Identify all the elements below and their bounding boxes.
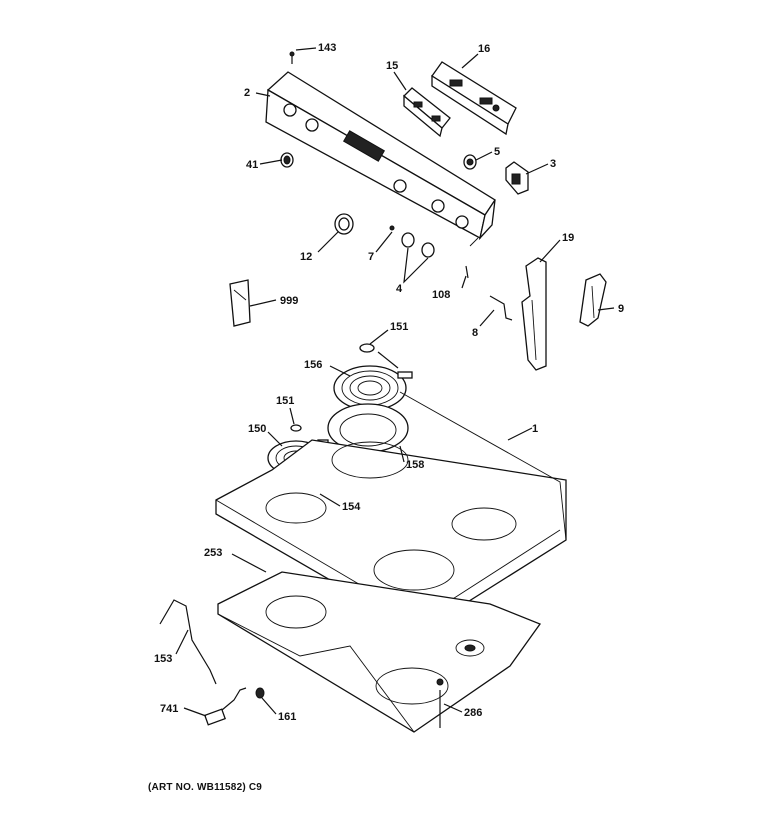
callout-2: 2 [244,87,250,99]
callout-108: 108 [432,289,450,301]
clip-part [389,225,395,231]
literature-part [229,279,251,327]
clock-assembly-part [431,61,517,136]
knob-pair-part [401,232,435,258]
knob-part-5 [463,154,477,170]
clip-part-8 [489,295,513,321]
art-number-caption: (ART NO. WB11582) C9 [148,782,263,793]
callout-9: 9 [618,303,624,315]
coil-element-part [333,365,413,411]
callout-999: 999 [280,295,298,307]
callout-7: 7 [368,251,374,263]
callout-151-top: 151 [390,321,408,333]
switch-part [505,161,529,195]
callout-158: 158 [406,459,424,471]
callout-151-small: 151 [276,395,294,407]
callout-154: 154 [342,501,361,513]
screw-part-286 [436,678,444,728]
callout-741: 741 [160,703,178,715]
ring-part-151 [359,343,399,369]
callout-41: 41 [246,159,258,171]
callout-4: 4 [396,283,403,295]
screw-part-108 [465,265,469,279]
wire-part [159,599,217,685]
knob-part-12 [334,213,354,235]
callout-153: 153 [154,653,172,665]
connector-part [203,687,247,726]
callout-253: 253 [204,547,222,559]
leader-lines [175,47,615,717]
bracket-part [521,257,547,371]
callout-161: 161 [278,711,296,723]
callout-156: 156 [304,359,322,371]
control-panel-part [265,71,496,247]
grommet-part [255,687,265,699]
burner-box-part [217,571,542,733]
callout-143: 143 [318,42,336,54]
callout-1: 1 [532,423,538,435]
callout-19: 19 [562,232,574,244]
callout-3: 3 [550,158,556,170]
knob-part [280,152,294,168]
drip-pan-part-158 [327,403,409,453]
callout-5: 5 [494,146,500,158]
callout-15: 15 [386,60,398,72]
screw-part [289,51,295,64]
overlay-part [403,87,451,138]
callout-12: 12 [300,251,312,263]
callout-16: 16 [478,43,490,55]
callout-150: 150 [248,423,266,435]
hinge-part [579,273,607,327]
callout-8: 8 [472,327,478,339]
ring-part-151-small [290,424,302,432]
callout-286: 286 [464,707,482,719]
